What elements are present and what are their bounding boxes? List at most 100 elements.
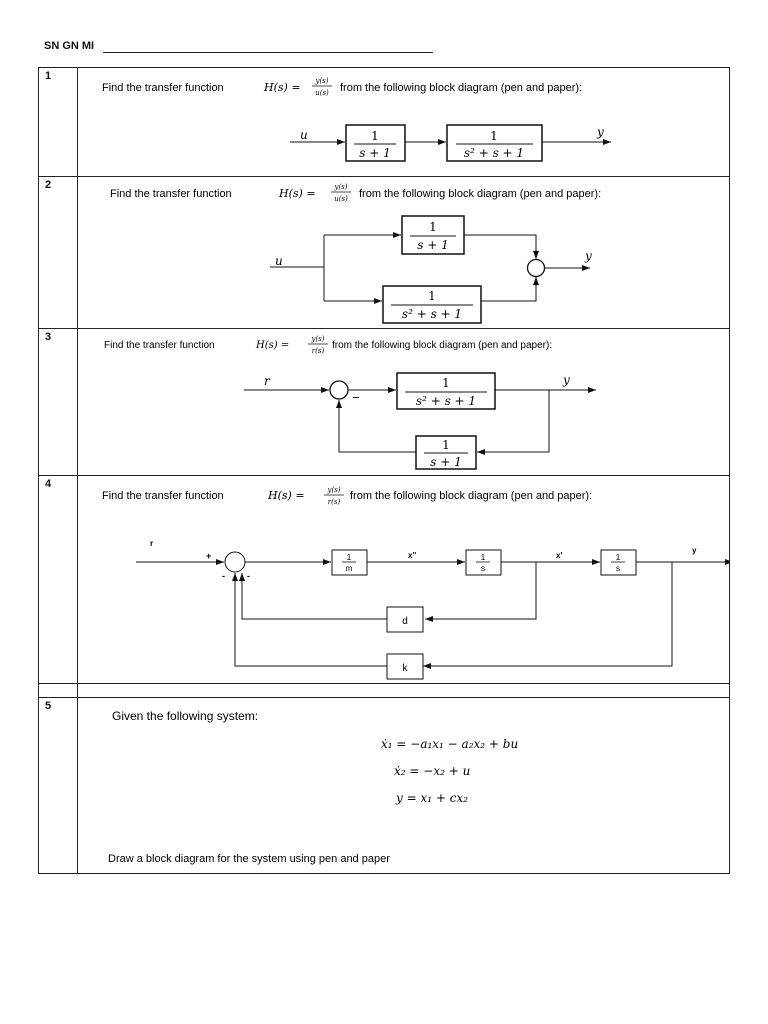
question-5-content: Given the following system: ẋ₁ = −a₁x₁ −… bbox=[108, 709, 518, 865]
integrator-1-denominator: s bbox=[481, 564, 485, 573]
header-label: SN GN MI bbox=[44, 40, 95, 52]
output-label: y bbox=[584, 249, 592, 263]
question-content-cell: Find the transfer function H(s) = y(s) r… bbox=[77, 328, 730, 476]
forward-block-denominator: s² + s + 1 bbox=[416, 394, 476, 408]
h-label: H(s) = bbox=[263, 81, 301, 94]
equation-2: ẋ₂ = −x₂ + u bbox=[394, 764, 470, 778]
question-content-cell: Given the following system: ẋ₁ = −a₁x₁ −… bbox=[77, 697, 730, 874]
question-number-cell: 1 bbox=[38, 67, 78, 177]
block-1 bbox=[345, 124, 406, 162]
upper-to-sum-arrow bbox=[464, 234, 539, 259]
question-number-cell: 3 bbox=[38, 328, 78, 476]
question-content-cell: Find the transfer function H(s) = y(s) u… bbox=[77, 176, 730, 329]
feedback-out-arrow bbox=[336, 400, 416, 453]
integrator-2-denominator: s bbox=[616, 564, 620, 573]
block-m-numerator: 1 bbox=[347, 553, 352, 562]
sum-junction bbox=[224, 551, 246, 573]
prompt-pre: Find the transfer function bbox=[104, 340, 215, 351]
feedback-in-arrow bbox=[477, 390, 550, 455]
damper-block bbox=[386, 606, 424, 633]
block-2-denominator: s² + s + 1 bbox=[464, 146, 524, 160]
question-row-2: 2 Find the transfer function H(s) = y(s)… bbox=[38, 176, 730, 329]
question-row-3: 3 Find the transfer function H(s) = y(s)… bbox=[38, 328, 730, 476]
question-content-cell: Find the transfer function H(s) = y(s) u… bbox=[77, 67, 730, 177]
question-content-cell: Find the transfer function H(s) = y(s) r… bbox=[77, 475, 730, 684]
equation-3: y = x₁ + cx₂ bbox=[395, 791, 468, 805]
fraction-denominator: u(s) bbox=[315, 89, 329, 97]
question-row-4: 4 Find the transfer function H(s) = y(s)… bbox=[38, 475, 730, 684]
input-label: u bbox=[275, 254, 283, 268]
block-1-numerator: 1 bbox=[429, 220, 437, 234]
question-row-5: 5 Given the following system: ẋ₁ = −a₁x₁… bbox=[38, 697, 730, 874]
prompt-post: from the following block diagram (pen an… bbox=[332, 340, 552, 351]
fraction-numerator: y(s) bbox=[333, 183, 347, 191]
integrator-2-numerator: 1 bbox=[616, 553, 621, 562]
spacer-row bbox=[38, 683, 730, 698]
h-label: H(s) = bbox=[255, 340, 289, 351]
question-number-cell: 4 bbox=[38, 475, 78, 684]
block-1-denominator: s + 1 bbox=[359, 146, 390, 160]
prompt-pre: Find the transfer function bbox=[110, 188, 232, 200]
block-1-denominator: s + 1 bbox=[417, 238, 448, 252]
prompt-post: from the following block diagram (pen an… bbox=[340, 82, 582, 94]
damper-to-sum-arrow bbox=[239, 573, 387, 620]
h-label: H(s) = bbox=[267, 489, 305, 502]
feedback-block-denominator: s + 1 bbox=[430, 455, 461, 469]
integrator-2-block bbox=[600, 549, 637, 576]
x-ddot-label: x'' bbox=[408, 551, 416, 560]
prompt-pre: Find the transfer function bbox=[102, 82, 224, 94]
spring-label: k bbox=[403, 663, 409, 674]
equation-1: ẋ₁ = −a₁x₁ − a₂x₂ + bu bbox=[381, 737, 518, 751]
prompt-pre: Find the transfer function bbox=[102, 490, 224, 502]
fraction-denominator: u(s) bbox=[334, 195, 348, 203]
question-number: 5 bbox=[45, 700, 52, 712]
block-m-denominator: m bbox=[346, 564, 353, 573]
input-label: r bbox=[264, 374, 271, 388]
instruction-text: Draw a block diagram for the system usin… bbox=[108, 853, 390, 865]
block-m bbox=[331, 549, 368, 576]
minus-sign: − bbox=[352, 390, 360, 405]
block-2 bbox=[446, 124, 543, 162]
x-dot-label: x' bbox=[556, 551, 562, 560]
block-1-numerator: 1 bbox=[371, 129, 379, 143]
block-2-numerator: 1 bbox=[428, 289, 436, 303]
fraction-numerator: y(s) bbox=[310, 335, 324, 343]
input-label: u bbox=[300, 128, 308, 142]
input-label: r bbox=[150, 539, 153, 548]
minus-sign-1: - bbox=[222, 571, 225, 581]
output-label: y bbox=[562, 373, 570, 387]
fraction-denominator: r(s) bbox=[328, 498, 341, 506]
block-2-denominator: s² + s + 1 bbox=[402, 307, 462, 321]
questions-table: 1 Find the transfer function H(s) = y(s)… bbox=[38, 67, 730, 874]
spacer-number-cell bbox=[38, 683, 78, 698]
lower-to-sum-arrow bbox=[481, 277, 539, 302]
name-blank-line bbox=[103, 52, 433, 53]
spring-to-sum-arrow bbox=[232, 573, 387, 667]
velocity-feedback-arrow bbox=[425, 562, 537, 622]
feedback-block-numerator: 1 bbox=[442, 438, 450, 452]
fraction-numerator: y(s) bbox=[314, 77, 328, 85]
fraction-numerator: y(s) bbox=[326, 486, 340, 494]
forward-block bbox=[396, 372, 496, 410]
sum-junction bbox=[329, 380, 349, 400]
given-text: Given the following system: bbox=[112, 709, 258, 723]
damper-label: d bbox=[402, 616, 408, 627]
output-label: y bbox=[692, 546, 697, 555]
fraction-denominator: r(s) bbox=[312, 347, 325, 355]
integrator-1-numerator: 1 bbox=[481, 553, 486, 562]
prompt-post: from the following block diagram (pen an… bbox=[359, 188, 601, 200]
question-row-1: 1 Find the transfer function H(s) = y(s)… bbox=[38, 67, 730, 177]
question-4-content: Find the transfer function H(s) = y(s) r… bbox=[102, 486, 730, 680]
prompt-post: from the following block diagram (pen an… bbox=[350, 490, 592, 502]
question-2-content: Find the transfer function H(s) = y(s) u… bbox=[110, 183, 601, 324]
question-number: 2 bbox=[45, 179, 52, 191]
forward-block-numerator: 1 bbox=[442, 376, 450, 390]
question-number-cell: 5 bbox=[38, 697, 78, 874]
question-1-content: Find the transfer function H(s) = y(s) u… bbox=[102, 77, 611, 162]
question-number: 3 bbox=[45, 331, 52, 343]
question-number-cell: 2 bbox=[38, 176, 78, 329]
h-label: H(s) = bbox=[278, 187, 316, 200]
integrator-1-block bbox=[465, 549, 502, 576]
spacer-content-cell bbox=[77, 683, 730, 698]
minus-sign-2: - bbox=[247, 571, 250, 581]
